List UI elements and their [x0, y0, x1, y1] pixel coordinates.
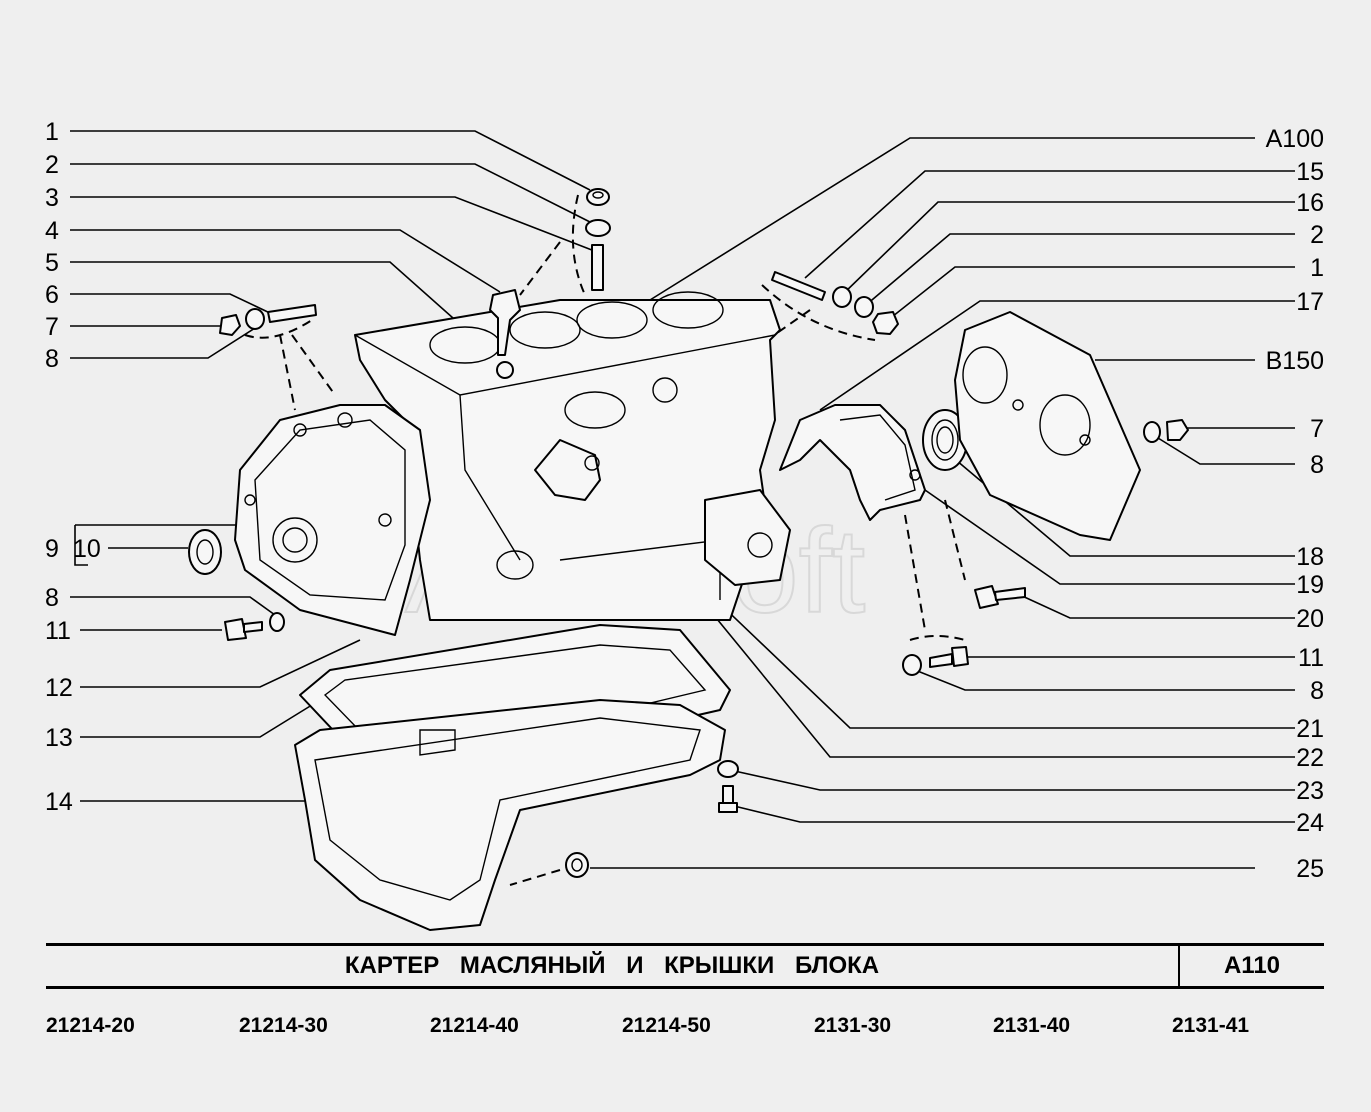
drain-parts: [565, 760, 739, 878]
oil-pan: [294, 699, 726, 931]
diagram-code: А110: [1223, 952, 1281, 979]
callout-25: 25: [1296, 855, 1324, 883]
model-code: 21214-50: [622, 1014, 711, 1037]
callout-10: 10: [73, 535, 101, 563]
callout-23: 23: [1296, 777, 1324, 805]
right-bolts: [902, 585, 1026, 676]
model-code: 2131-30: [814, 1014, 892, 1037]
model-code: 21214-40: [430, 1014, 519, 1037]
model-list: 21214-20 21214-30 21214-40 21214-50 2131…: [46, 1014, 1276, 1044]
callout-12: 12: [45, 674, 73, 702]
rear-seal-holder: [779, 404, 968, 521]
callout-8: 8: [45, 345, 59, 373]
rear-cover-plate: [954, 311, 1189, 541]
callout-8r2: 8: [1310, 677, 1324, 705]
leader-lines-left: [70, 130, 598, 802]
callout-11r: 11: [1298, 644, 1324, 672]
diagram-title: КАРТЕР МАСЛЯНЫЙ И КРЫШКИ БЛОКА: [46, 946, 1180, 986]
callout-7: 7: [45, 313, 59, 341]
breather-assembly: [489, 289, 601, 501]
model-code: 2131-41: [1172, 1014, 1250, 1037]
callout-8r: 8: [1310, 451, 1324, 479]
callout-a100: А100: [1266, 125, 1324, 153]
callout-22: 22: [1296, 744, 1324, 772]
callout-18: 18: [1296, 543, 1324, 571]
model-code: 21214-30: [239, 1014, 328, 1037]
callout-19: 19: [1296, 571, 1324, 599]
callout-20: 20: [1296, 605, 1324, 633]
callout-2: 2: [45, 151, 59, 179]
model-code: 2131-40: [993, 1014, 1071, 1037]
callout-1: 1: [45, 118, 59, 146]
callout-16: 16: [1296, 189, 1324, 217]
callout-8b: 8: [45, 584, 59, 612]
callout-14: 14: [45, 788, 73, 816]
callout-5: 5: [45, 249, 59, 277]
callouts-right: А100 15 16 2 1 17 В150 7 8 18 19 20 11 8…: [1266, 125, 1324, 883]
callout-9: 9: [45, 535, 59, 563]
callout-15: 15: [1296, 158, 1324, 186]
title-bar: КАРТЕР МАСЛЯНЫЙ И КРЫШКИ БЛОКА А110: [46, 943, 1324, 989]
callout-2r: 2: [1310, 221, 1324, 249]
callouts-left: 1 2 3 4 5 6 7 8 9 10 8 11 12 13 14: [45, 118, 101, 816]
callout-7r: 7: [1310, 415, 1324, 443]
top-fasteners: [585, 188, 899, 335]
front-cover: [188, 304, 431, 641]
callout-24: 24: [1296, 809, 1324, 837]
callout-21: 21: [1296, 715, 1324, 743]
callout-4: 4: [45, 217, 59, 245]
model-code: 21214-20: [46, 1014, 135, 1037]
callout-b150: В150: [1266, 347, 1324, 375]
callout-3: 3: [45, 184, 59, 212]
callout-6: 6: [45, 281, 59, 309]
callout-17: 17: [1296, 288, 1324, 316]
callout-13: 13: [45, 724, 73, 752]
callout-1r: 1: [1310, 254, 1324, 282]
callout-11: 11: [45, 617, 71, 645]
